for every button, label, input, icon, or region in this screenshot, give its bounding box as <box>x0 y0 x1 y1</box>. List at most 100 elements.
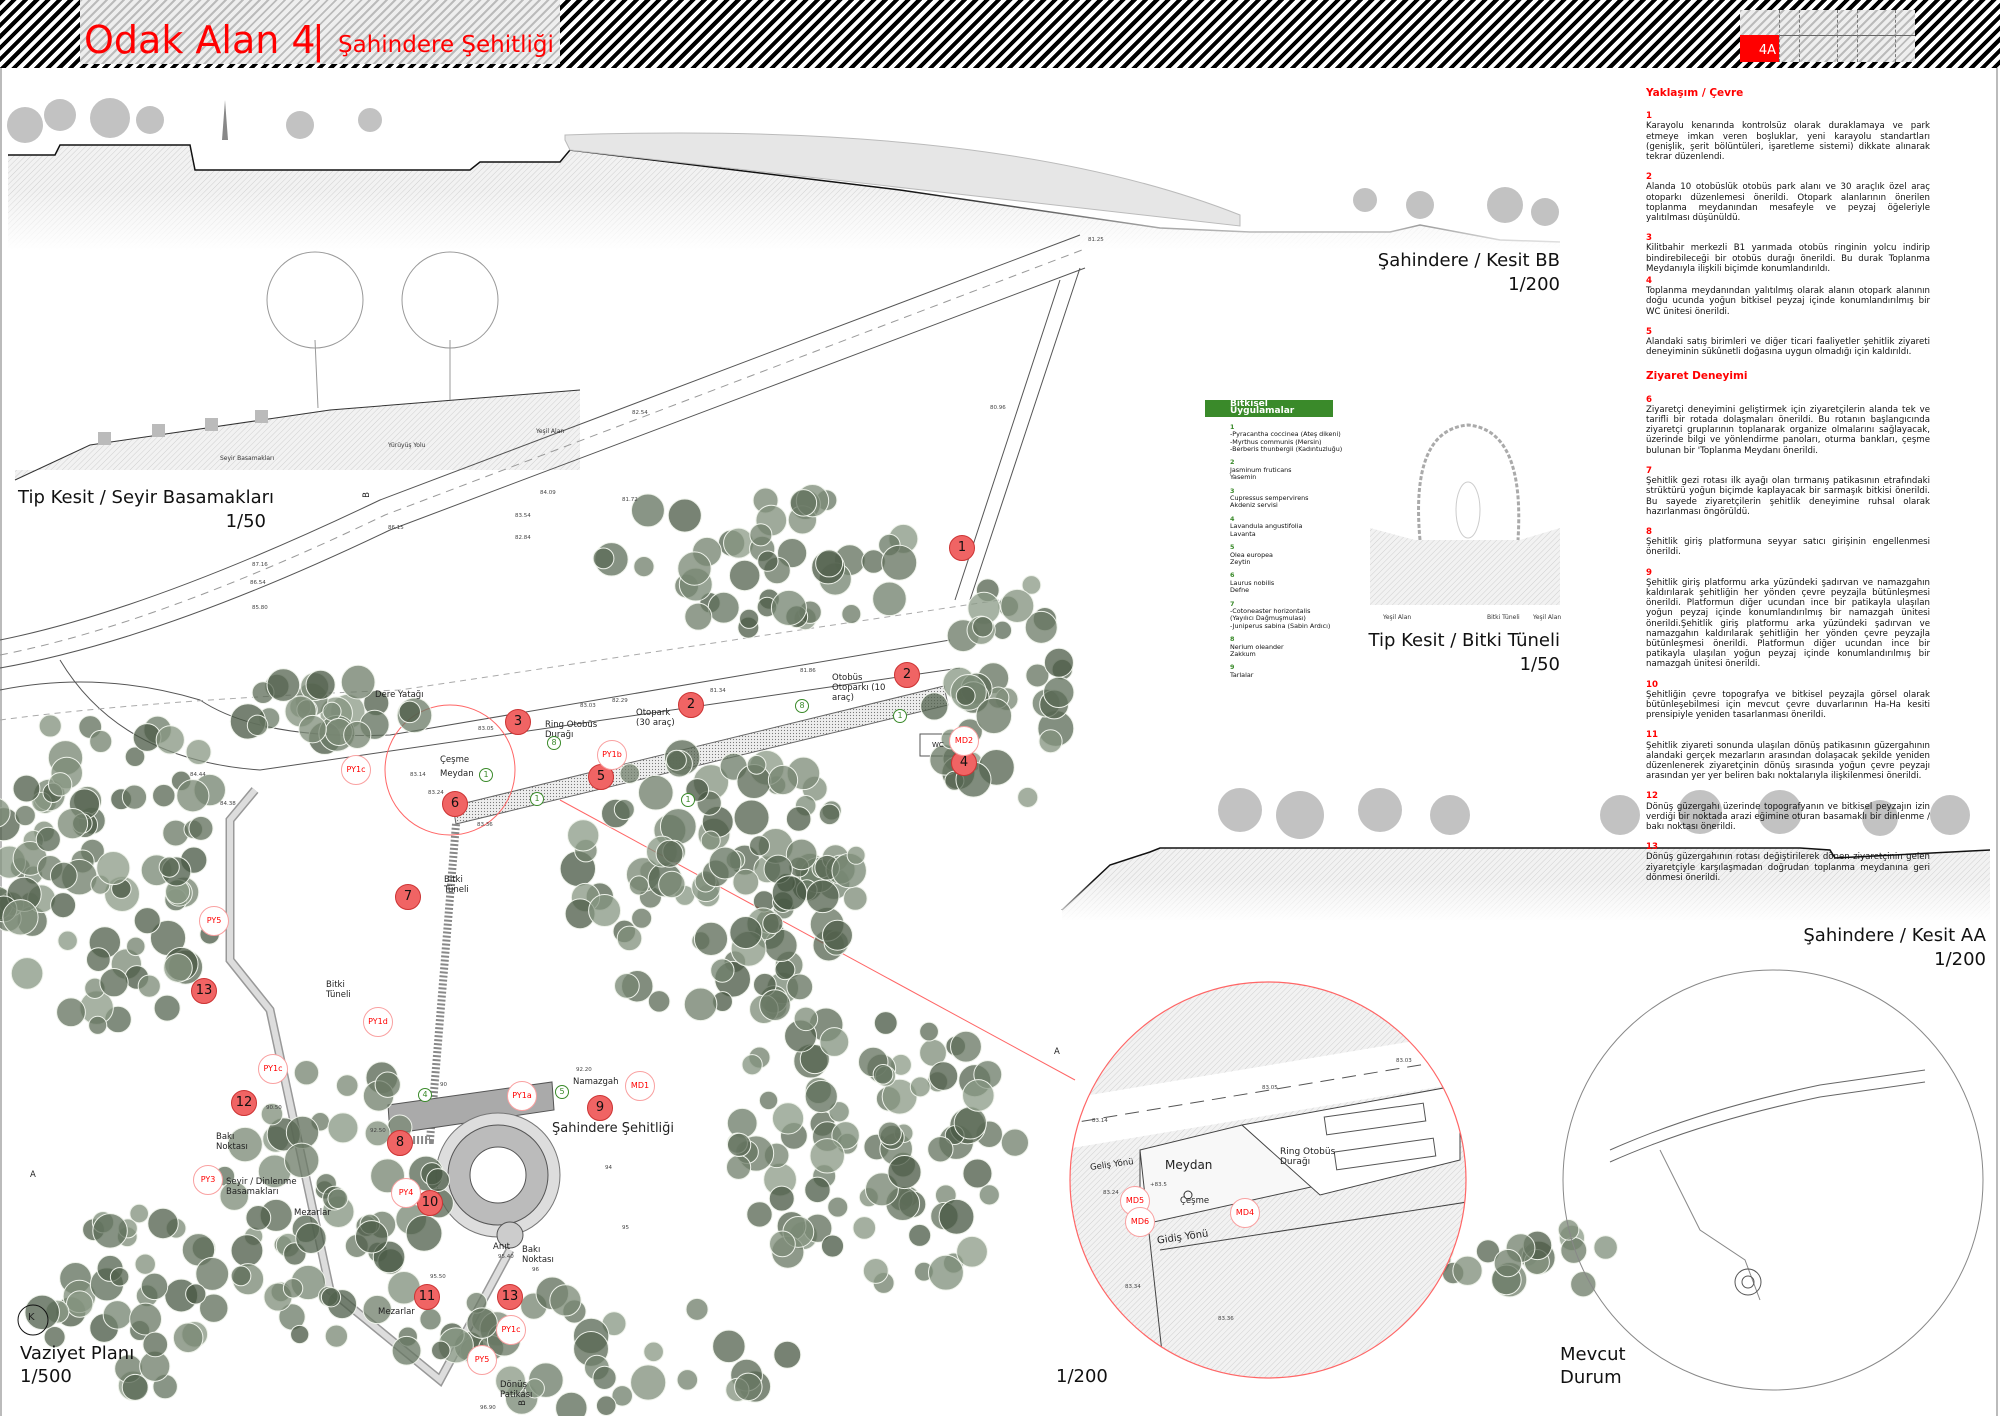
section-tree <box>1862 800 1898 836</box>
detail-label-meydan: Meydan <box>1165 1158 1213 1172</box>
note-number: 2 <box>1646 172 1652 183</box>
tree-canopy <box>335 1074 359 1097</box>
tree-canopy <box>846 845 866 865</box>
tree-canopy <box>804 1176 831 1204</box>
note-text: Şehitliğin çevre topografya ve bitkisel … <box>1646 689 1930 721</box>
plant-legend: Bitkisel Uygulamalar 1-Pyracantha coccin… <box>1205 400 1342 685</box>
tree-canopy <box>793 1006 819 1032</box>
label-donus-patikasi: Dönüş Patikası <box>500 1380 533 1400</box>
plan-marker: 11 <box>414 1284 440 1310</box>
tree-canopy <box>683 987 718 1022</box>
detail-elevation: 83.05 <box>1262 1085 1278 1091</box>
tree-canopy <box>746 1201 773 1228</box>
tree-canopy <box>908 1223 932 1247</box>
section-bb-scale: 1/200 <box>1508 274 1560 295</box>
tree-canopy <box>733 799 770 836</box>
section-tree <box>1406 191 1434 219</box>
tree-canopy <box>298 714 327 744</box>
tree-canopy <box>142 1331 169 1358</box>
legend-item-text: Olea europea Zeytin <box>1230 550 1273 566</box>
elevation-label: 96 <box>532 1267 539 1273</box>
plant-ref-marker: PY3 <box>193 1165 223 1195</box>
section-tree <box>286 111 314 139</box>
section-seyir-scale: 1/50 <box>225 511 266 532</box>
plan-marker: 12 <box>231 1090 257 1116</box>
plant-type-marker: 1 <box>530 792 544 806</box>
plan-marker: 5 <box>588 764 614 790</box>
existing-site-drawing <box>1609 1069 1926 1301</box>
note-text: Dönüş güzergahının rotası değiştirilerek… <box>1646 852 1930 883</box>
section-aa-drawing <box>1061 847 1992 922</box>
section-aa-scale: 1/200 <box>1934 949 1986 970</box>
section-tree <box>1678 790 1722 834</box>
tree-canopy <box>887 1155 922 1190</box>
elevation-label: 82.29 <box>612 698 628 704</box>
elevation-label: 81.72 <box>622 497 638 503</box>
tree-canopy <box>771 1102 805 1135</box>
title-separator: | <box>312 18 325 62</box>
tree-canopy <box>391 1335 422 1366</box>
tree-canopy <box>741 1054 763 1076</box>
tree-canopy <box>1593 1235 1618 1260</box>
tree-canopy <box>362 1294 392 1325</box>
plan-marker: 7 <box>395 884 421 910</box>
tree-canopy <box>1475 1239 1501 1264</box>
frame-line <box>1996 68 1998 1416</box>
detail-circle-border <box>1069 981 1467 1379</box>
tree-canopy <box>820 1234 845 1258</box>
tree-canopy <box>431 1340 451 1361</box>
tree-canopy <box>466 1307 498 1339</box>
tree-canopy <box>230 1234 264 1268</box>
elevation-label: 81.34 <box>710 688 726 694</box>
tree-canopy <box>176 779 210 813</box>
sheet-index-grid <box>1779 10 1915 62</box>
tree-canopy <box>710 958 735 983</box>
tree-canopy <box>872 1063 894 1085</box>
tree-canopy <box>785 838 818 871</box>
plan-marker: 6 <box>442 791 468 817</box>
tree-canopy <box>185 1283 207 1305</box>
tree-canopy <box>992 620 1013 640</box>
legend-item-text: Lavandula angustifolia Lavanta <box>1230 522 1303 538</box>
legend-item-text: Cupressus sempervirens Akdeniz servisi <box>1230 494 1309 510</box>
elevation-label: 90 <box>440 1082 447 1088</box>
tree-canopy <box>1025 663 1050 688</box>
tree-canopy <box>66 1290 94 1318</box>
tree-canopy <box>199 1293 229 1323</box>
tree-canopy <box>759 989 791 1021</box>
tree-canopy <box>655 839 684 868</box>
detail-label-cesme: Çeşme <box>1180 1196 1210 1206</box>
section-tree <box>1430 795 1470 835</box>
tree-canopy <box>762 912 784 935</box>
tree-canopy <box>129 1203 149 1224</box>
detail-elevation: +83.5 <box>1150 1182 1167 1188</box>
tree-canopy <box>96 850 131 886</box>
plant-ref-marker: PY1d <box>363 1007 393 1037</box>
tree-canopy <box>549 1284 582 1317</box>
legend-item-number: 2 <box>1230 458 1235 467</box>
tree-canopy <box>1452 1255 1483 1286</box>
tree-canopy <box>804 1079 838 1114</box>
note-number: 6 <box>1646 394 1652 405</box>
plan-marker: 13 <box>497 1284 523 1310</box>
tree-canopy <box>10 957 44 990</box>
tree-canopy <box>643 1341 664 1363</box>
tree-canopy <box>322 701 342 721</box>
section-label: Yeşil Alan <box>536 428 565 435</box>
tree-canopy <box>153 994 181 1022</box>
plan-title: Vaziyet Planı <box>20 1343 135 1364</box>
tree-canopy <box>707 591 740 624</box>
note-text: Şehitlik giriş platformu arka yüzündeki … <box>1646 577 1930 670</box>
tree-canopy <box>920 692 949 721</box>
tree-canopy <box>749 523 773 547</box>
legend-item-number: 6 <box>1230 571 1235 580</box>
tree-canopy <box>230 1265 252 1287</box>
tree-canopy <box>725 1154 752 1180</box>
